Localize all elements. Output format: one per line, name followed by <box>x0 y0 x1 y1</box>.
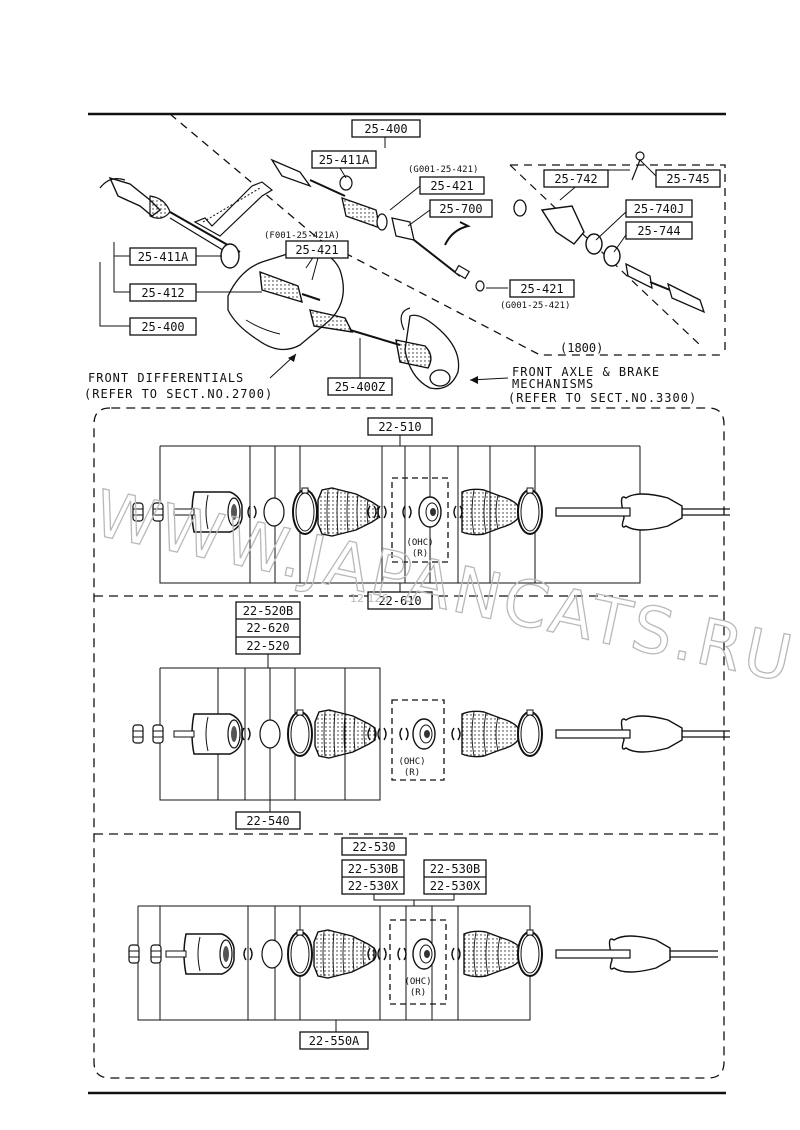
right-shaft-assembly <box>309 309 460 390</box>
part-25-400-left: 25-400 <box>141 320 184 334</box>
note-front-diff-2: (REFER TO SECT.NO.2700) <box>84 387 273 401</box>
differential-housing <box>227 249 344 351</box>
leader-lines <box>99 137 700 381</box>
part-25-742: 25-742 <box>554 172 597 186</box>
kit3-ohc: (OHC) <box>404 977 431 987</box>
kit3-bottom-label: 22-550A <box>309 1034 360 1048</box>
kit2-label-620: 22-620 <box>246 621 289 635</box>
kit3-left-label-2: 22-530X <box>348 879 399 893</box>
part-25-745: 25-745 <box>666 172 709 186</box>
top-middle-shaft <box>270 158 485 292</box>
kit2-label-520b: 22-520B <box>243 604 294 618</box>
kit3-right-label-1: 22-530B <box>430 862 481 876</box>
kit1-bottom-label: 22-610 <box>378 594 421 608</box>
ref-g001-a: (G001-25-421) <box>408 165 478 175</box>
detail-1800-parts <box>513 151 706 314</box>
kit1-top-label: 22-510 <box>378 420 421 434</box>
ref-g001-b: (G001-25-421) <box>500 301 570 311</box>
kit1-r: (R) <box>412 549 428 559</box>
watermark: WWW.JAPANCATS.RU <box>88 477 800 698</box>
part-25-411a-left: 25-411A <box>138 250 189 264</box>
part-25-400-top: 25-400 <box>364 122 407 136</box>
ref-f001: (F001-25-421A) <box>264 231 340 241</box>
part-25-744: 25-744 <box>637 224 680 238</box>
kit2-ohc: (OHC) <box>398 757 425 767</box>
kit3-left-label-1: 22-530B <box>348 862 399 876</box>
model-1800: (1800) <box>560 341 603 355</box>
part-25-421-b: 25-421 <box>295 243 338 257</box>
part-25-740j: 25-740J <box>634 202 685 216</box>
part-25-421-a: 25-421 <box>430 179 473 193</box>
part-25-400z: 25-400Z <box>335 380 386 394</box>
note-axle-2: MECHANISMS <box>512 377 594 391</box>
upper-labels: 25-400 25-411A (G001-25-421) 25-421 25-7… <box>84 119 721 405</box>
kit2-label-520: 22-520 <box>246 639 289 653</box>
wheel-hub <box>400 307 411 331</box>
kits-frame <box>93 407 725 1079</box>
kit3-top-label: 22-530 <box>352 840 395 854</box>
direction-arrow <box>193 181 274 237</box>
drive-shafts <box>555 507 631 959</box>
kit1-ohc: (OHC) <box>406 538 433 548</box>
watermark-small: 12 126 <box>350 592 389 605</box>
kit2-bottom-label: 22-540 <box>246 814 289 828</box>
upper-exploded-view: 25-400 25-411A (G001-25-421) 25-421 25-7… <box>84 113 726 405</box>
note-axle-3: (REFER TO SECT.NO.3300) <box>508 391 697 405</box>
detail-1800-frame <box>510 164 726 355</box>
kit-panel-2: 22-520B 22-620 22-520 (OHC) (R) <box>132 601 731 830</box>
note-front-diff-1: FRONT DIFFERENTIALS <box>88 371 244 385</box>
part-25-421-c: 25-421 <box>520 282 563 296</box>
kit-panel-3: 22-530 22-530B 22-530X 22-530B 22-530X <box>128 837 719 1050</box>
kit2-r: (R) <box>404 768 420 778</box>
part-25-411a-top: 25-411A <box>319 153 370 167</box>
left-shaft-assembly <box>99 176 321 304</box>
part-25-412: 25-412 <box>141 286 184 300</box>
note-axle-1: FRONT AXLE & BRAKE <box>512 365 660 379</box>
part-25-700: 25-700 <box>439 202 482 216</box>
kit3-r: (R) <box>410 988 426 998</box>
kit3-right-label-2: 22-530X <box>430 879 481 893</box>
kit-panel-1: 22-510 <box>132 417 731 610</box>
